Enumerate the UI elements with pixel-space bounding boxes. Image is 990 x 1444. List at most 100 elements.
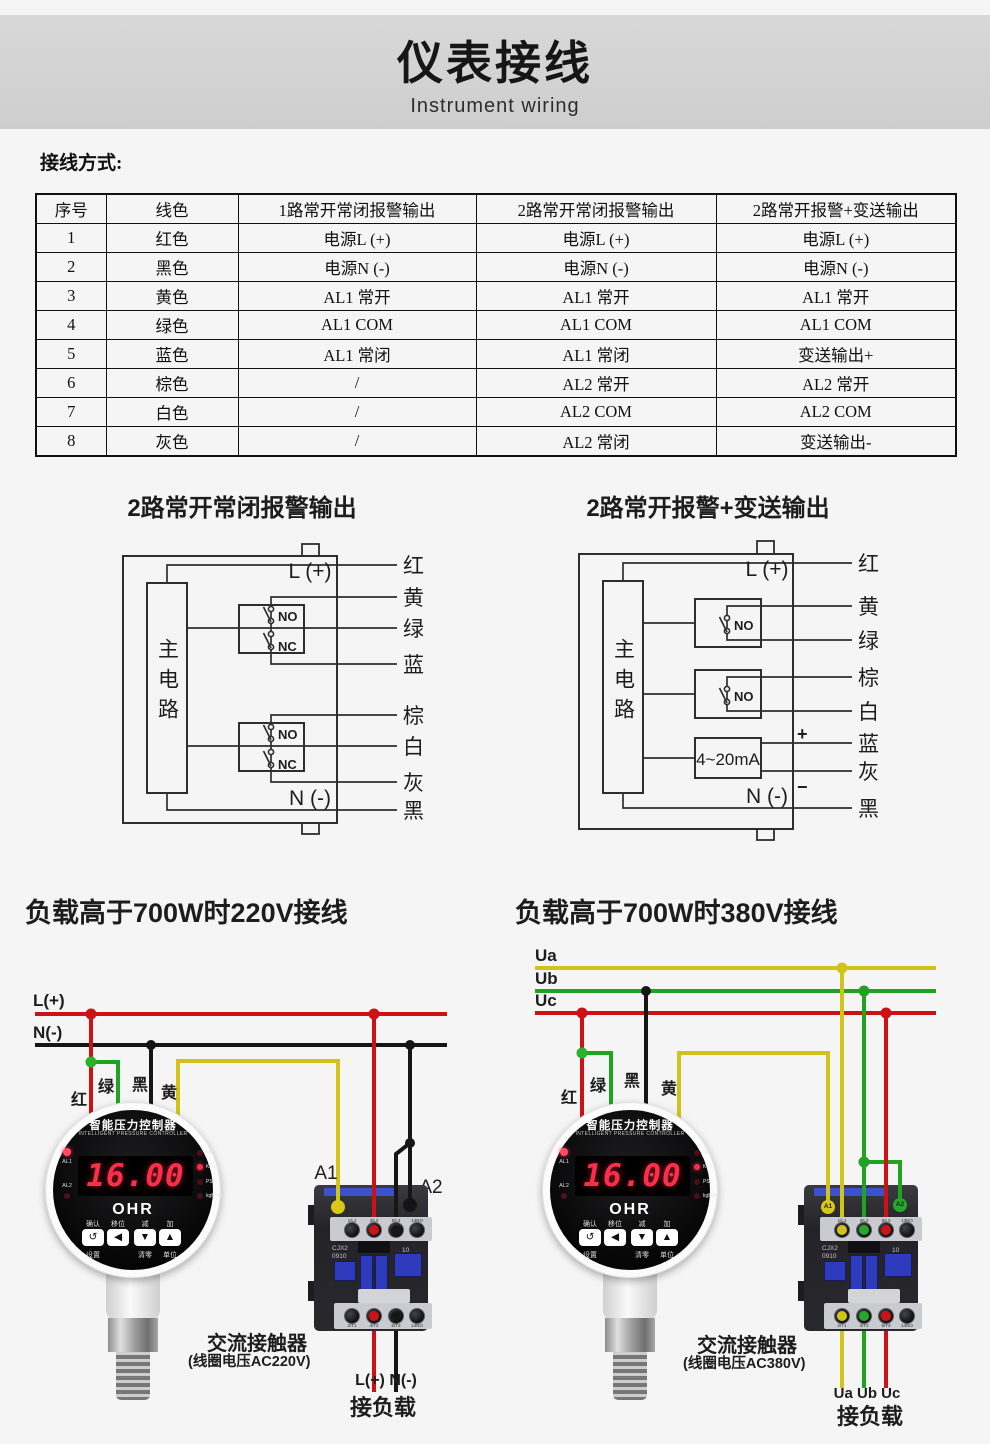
wire-label-blue: 蓝	[858, 733, 879, 756]
mpa-label: MPa	[703, 1149, 714, 1156]
psi-label: PSI	[206, 1178, 215, 1185]
cell: 灰色	[105, 426, 239, 457]
relay2-box	[694, 669, 762, 719]
cell: AL2 常闭	[475, 426, 717, 457]
section-label: 接线方式:	[40, 153, 123, 174]
terminal-label: 13NO	[411, 1217, 423, 1223]
load-caption: 接负载	[350, 1395, 416, 1420]
n-minus-label: N (-)	[746, 785, 788, 808]
yellow-wire-connection	[837, 1311, 847, 1321]
cell: 白色	[105, 397, 239, 427]
wire-label-yellow: 黄	[858, 596, 879, 619]
key-label-set: 设置	[86, 1252, 100, 1259]
page-subtitle: Instrument wiring	[410, 94, 580, 117]
cell: 红色	[105, 223, 239, 253]
col-header: 序号	[35, 193, 107, 224]
nc-contact-label: NC	[278, 639, 297, 654]
contactor-caption: 交流接触器	[207, 1331, 308, 1355]
terminal-label: 5/L3	[881, 1217, 891, 1223]
terminal-label: 4/T2	[369, 1323, 379, 1328]
decrease-button: ▼	[134, 1229, 156, 1246]
cell: 8	[35, 426, 107, 457]
increase-button: ▲	[159, 1229, 181, 1246]
col-header: 1路常开常闭报警输出	[237, 193, 477, 224]
device-outline	[578, 553, 794, 830]
case-tab	[756, 540, 775, 555]
wire-label-gray: 灰	[403, 772, 424, 795]
l-plus-label: L (+)	[746, 558, 789, 581]
cell: AL2 常开	[715, 368, 957, 398]
wire-tag-green: 绿	[98, 1077, 115, 1096]
cell: 绿色	[105, 310, 239, 340]
main-circuit-label: 主电路	[611, 638, 635, 728]
al2-led	[561, 1193, 567, 1199]
wire-tag-yellow: 黄	[661, 1079, 677, 1098]
down-arrow-icon: ▼	[636, 1231, 648, 1243]
al1-led	[560, 1148, 568, 1156]
left-arrow-icon: ◀	[610, 1231, 620, 1243]
wire-label-white: 白	[858, 701, 879, 724]
cell: 4	[35, 310, 107, 340]
cell: AL1 常闭	[237, 339, 477, 369]
bus-ua-label: Ua	[535, 946, 557, 965]
terminal-screw	[394, 1253, 422, 1277]
left-arrow-icon: ◀	[113, 1231, 123, 1243]
red-wire-connection	[881, 1311, 891, 1321]
terminal-screw	[375, 1255, 388, 1293]
armature-slot	[358, 1241, 390, 1253]
bus-n-label: N(-)	[33, 1023, 62, 1042]
key-label-minus: 减	[638, 1221, 646, 1228]
shift-button: ◀	[107, 1229, 129, 1246]
wiring-380-title: 负载高于700W时380V接线	[515, 897, 838, 928]
psi-led	[694, 1179, 700, 1185]
pressure-display: 16.00	[575, 1156, 690, 1196]
load-wire-labels: L(+) N(-)	[355, 1372, 417, 1389]
pressure-controller: 智能压力控制器 INTELLIGENT PRESSURE CONTROLLER …	[45, 1102, 222, 1402]
cell: 1	[35, 223, 107, 253]
latch-plate	[848, 1289, 900, 1303]
increase-button: ▲	[656, 1229, 678, 1246]
contactor-label-strip	[324, 1188, 398, 1196]
cell: /	[237, 426, 477, 457]
al1-label: AL1	[62, 1159, 72, 1165]
cell: 电源N (-)	[475, 252, 717, 282]
wire-label-white: 白	[403, 736, 424, 759]
key-label-confirm: 确认	[583, 1221, 597, 1228]
controller-name-en: INTELLIGENT PRESSURE CONTROLLER	[575, 1131, 685, 1137]
minus-sign: −	[797, 777, 808, 797]
loop-arrow-icon: ↺	[585, 1231, 595, 1243]
latch-plate	[358, 1289, 410, 1303]
a2-wire-stub	[408, 1183, 412, 1201]
mpa-led	[694, 1150, 700, 1156]
mounting-ear	[798, 1281, 806, 1301]
load-caption: 接负载	[837, 1404, 903, 1429]
confirm-button: ↺	[579, 1229, 601, 1246]
cell: AL2 COM	[715, 397, 957, 427]
armature-slot	[848, 1241, 880, 1253]
cell: 黑色	[105, 252, 239, 282]
l1-wire-stub	[840, 1183, 844, 1223]
mpa-label: MPa	[206, 1149, 217, 1156]
cell: 7	[35, 397, 107, 427]
wire-tag-green: 绿	[590, 1076, 607, 1095]
a1-label: A1	[314, 1163, 337, 1184]
cell: /	[237, 368, 477, 398]
cell: AL1 常开	[475, 281, 717, 311]
cell: AL1 COM	[715, 310, 957, 340]
wire-tag-yellow: 黄	[161, 1083, 177, 1102]
wire-label-blue: 蓝	[403, 654, 424, 677]
mounting-ear	[308, 1205, 316, 1225]
device-outline	[122, 555, 338, 824]
terminal-label: 2/T1	[347, 1323, 357, 1328]
terminal-13NO	[899, 1222, 915, 1238]
n-minus-label: N (-)	[289, 787, 331, 810]
cell: 棕色	[105, 368, 239, 398]
